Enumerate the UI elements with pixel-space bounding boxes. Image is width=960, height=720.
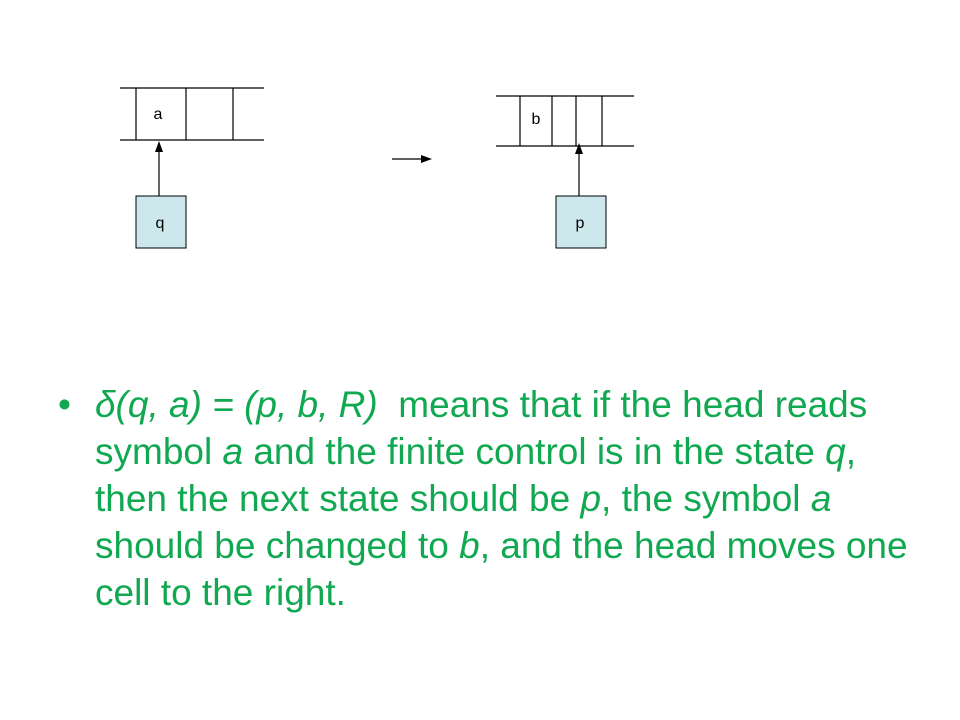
symbol-a-2: a — [810, 477, 832, 519]
left-state-label: q — [156, 215, 165, 232]
transition-arrow — [392, 155, 432, 163]
transition-formula: δ(q, a) = (p, b, R) — [95, 384, 378, 425]
left-tape: a — [120, 87, 264, 141]
state-p: p — [580, 477, 602, 519]
bullet-item: • δ(q, a) = (p, b, R) means that if the … — [58, 382, 938, 617]
right-state-box: p — [555, 195, 607, 249]
text-segment-3: , then the next state should be — [95, 430, 856, 519]
text-segment-1: means that if the head reads symbol — [95, 384, 878, 472]
bullet-text: δ(q, a) = (p, b, R) means that if the he… — [95, 382, 938, 617]
left-tape-cell-1: a — [154, 106, 163, 123]
bullet-block: • δ(q, a) = (p, b, R) means that if the … — [58, 382, 938, 617]
right-head-arrow — [575, 143, 583, 196]
text-segment-4: , the symbol — [601, 477, 811, 519]
text-segment-6: , and the head moves one cell to the rig… — [95, 524, 908, 613]
symbol-b: b — [459, 524, 480, 566]
left-state-box: q — [135, 195, 187, 249]
right-state-label: p — [576, 215, 585, 232]
text-segment-2: and the finite control is in the state — [243, 430, 826, 472]
text-segment-5: should be changed to — [95, 524, 460, 566]
state-q: q — [825, 430, 846, 472]
turing-machine-diagram: a q b p — [120, 87, 634, 249]
left-head-arrow — [155, 141, 163, 196]
symbol-a-1: a — [222, 430, 244, 472]
bullet-dot: • — [58, 384, 71, 425]
right-tape-cell-1: b — [532, 111, 541, 128]
right-tape: b — [496, 95, 634, 147]
